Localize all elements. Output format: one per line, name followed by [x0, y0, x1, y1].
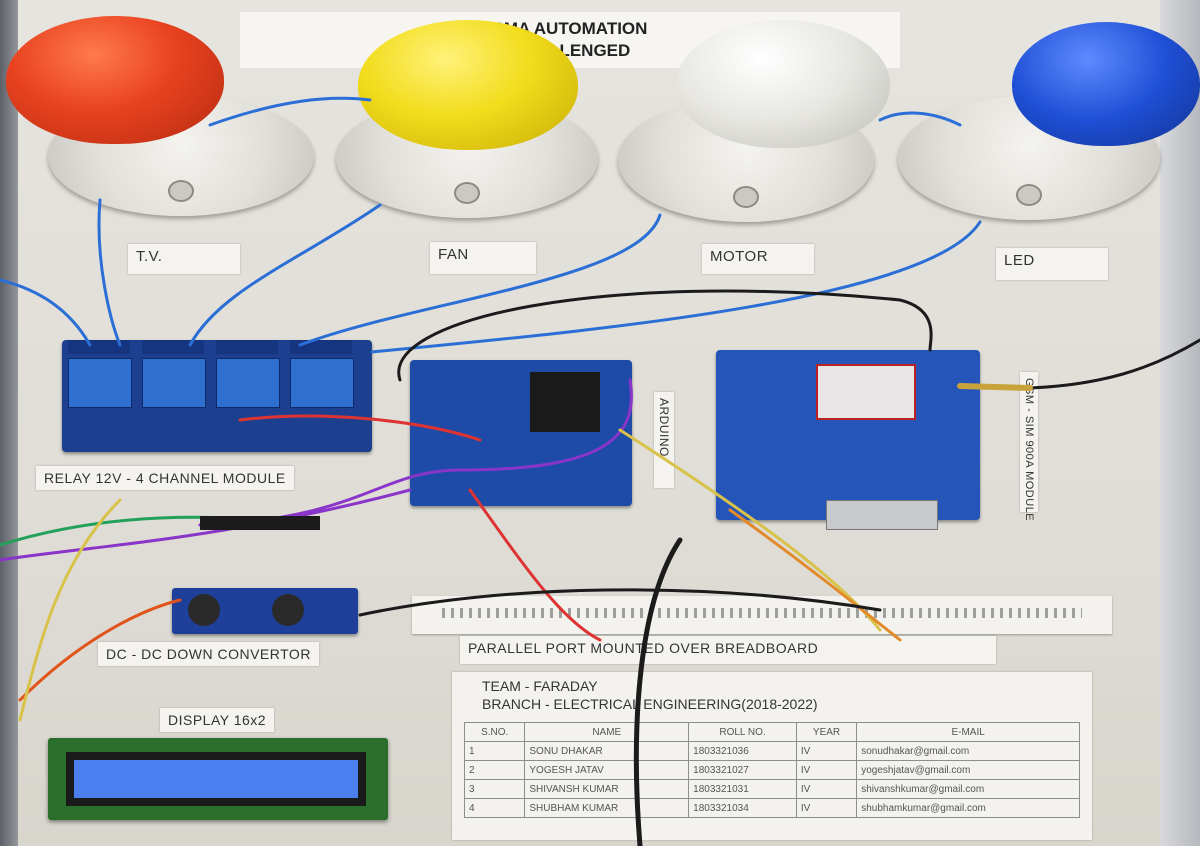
arduino-label: ARDUINO	[654, 392, 674, 488]
team-name: TEAM - FARADAY	[482, 678, 598, 694]
purple-wire	[198, 378, 633, 527]
relay-terminal	[216, 340, 278, 354]
arduino-board	[410, 360, 632, 506]
motor-label: MOTOR	[702, 244, 814, 274]
black-wire	[633, 537, 683, 846]
blue-wire	[878, 111, 962, 127]
screw-icon	[733, 186, 759, 208]
breadboard	[412, 596, 1112, 634]
cell-name: SHUBHAM KUMAR	[524, 798, 690, 818]
black-wire	[358, 588, 882, 617]
black-wire	[397, 289, 933, 382]
blue-wire	[97, 198, 122, 347]
black-wire	[1028, 338, 1200, 390]
blue-wire	[188, 203, 382, 347]
table-header-row: S.NO. NAME ROLL NO. YEAR E-MAIL	[463, 722, 1080, 742]
relay-module	[62, 340, 372, 452]
jumper-connector	[200, 516, 320, 530]
white-bulb	[676, 20, 890, 148]
branch-name: BRANCH - ELECTRICAL ENGINEERING(2018-202…	[482, 696, 818, 712]
relay-cube	[142, 358, 206, 408]
yellow-bulb	[358, 20, 578, 150]
red-wire	[238, 414, 482, 442]
display-label: DISPLAY 16x2	[160, 708, 275, 732]
blue-bulb	[1012, 22, 1200, 146]
led-label: LED	[996, 248, 1108, 280]
right-frame-rail	[1160, 0, 1200, 846]
screw-icon	[454, 182, 480, 204]
red-wire	[468, 488, 602, 642]
green-wire	[0, 515, 232, 547]
blue-wire	[370, 220, 982, 354]
yellow-wire	[18, 498, 122, 722]
relay-cube	[68, 358, 132, 408]
cell-sno: 4	[463, 798, 526, 818]
blue-wire	[0, 278, 92, 347]
cell-year: IV	[795, 798, 858, 818]
serial-connector	[826, 500, 938, 530]
inductor	[188, 594, 220, 626]
lcd-display	[48, 738, 388, 820]
screw-icon	[1016, 184, 1042, 206]
inductor	[272, 594, 304, 626]
cell-email: shubhamkumar@gmail.com	[856, 798, 1080, 818]
table-row: 1 SONU DHAKAR 1803321036 IV sonudhakar@g…	[463, 741, 1080, 761]
red-wire	[18, 598, 182, 702]
breadboard-holes	[442, 608, 1082, 618]
gsm-module	[716, 350, 980, 530]
sim-chip	[816, 364, 916, 420]
purple-wire	[0, 488, 412, 562]
fan-label: FAN	[430, 242, 536, 274]
table-row: 3 SHIVANSH KUMAR 1803321031 IV shivanshk…	[463, 779, 1080, 799]
relay-cube	[216, 358, 280, 408]
microcontroller-chip	[530, 372, 600, 432]
table-row: 4 SHUBHAM KUMAR 1803321034 IV shubhamkum…	[463, 798, 1080, 818]
dcdc-label: DC - DC DOWN CONVERTOR	[98, 642, 319, 666]
red-bulb	[6, 16, 224, 144]
relay-label: RELAY 12V - 4 CHANNEL MODULE	[36, 466, 294, 490]
yellow-wire	[618, 428, 882, 632]
dc-dc-converter	[172, 588, 358, 634]
relay-terminal	[142, 340, 204, 354]
blue-wire	[298, 213, 662, 347]
blue-wire	[208, 96, 372, 127]
lcd-screen	[74, 760, 358, 798]
gsm-label: GSM - SIM 900A MODULE	[1020, 372, 1038, 521]
tv-label: T.V.	[128, 244, 240, 274]
team-table: S.NO. NAME ROLL NO. YEAR E-MAIL 1 SONU D…	[463, 722, 1080, 818]
left-frame-rail	[0, 0, 20, 846]
gold-antenna	[957, 383, 1033, 391]
relay-terminal	[68, 340, 130, 354]
screw-icon	[168, 180, 194, 202]
relay-cube	[290, 358, 354, 408]
orange-wire	[728, 508, 902, 642]
team-info-card: TEAM - FARADAY BRANCH - ELECTRICAL ENGIN…	[452, 672, 1092, 840]
